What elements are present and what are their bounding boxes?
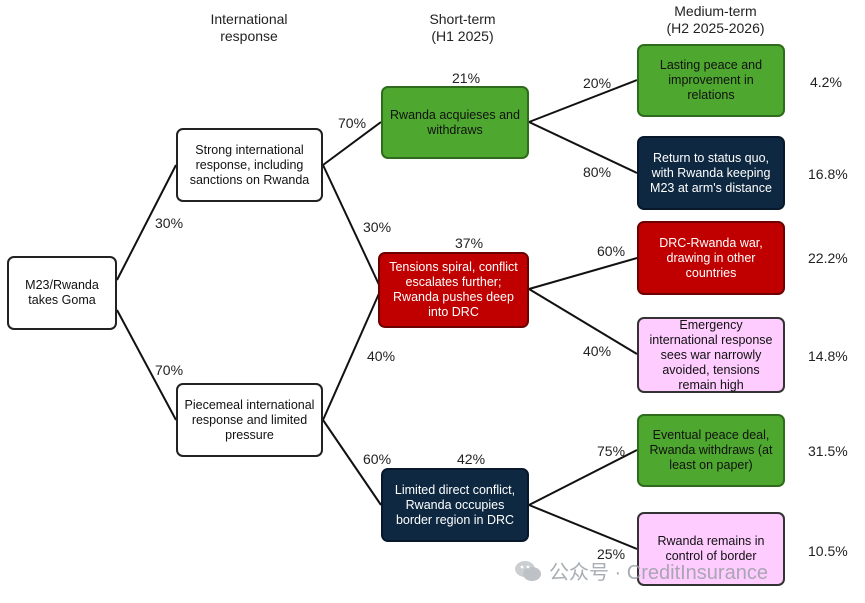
edge-root-strong <box>116 164 177 281</box>
edge-piecemeal-spiral <box>322 288 382 421</box>
prob-root-strong: 30% <box>155 215 184 231</box>
prob-spiral-emergency: 40% <box>583 343 612 359</box>
prob-limited-peacedeal: 75% <box>597 443 626 459</box>
edge-root-piecemeal <box>116 309 177 421</box>
edge-spiral-war <box>528 257 638 290</box>
edge-acquiesce-statusquo <box>528 121 638 174</box>
header-medium-term: Medium-term (H2 2025-2026) <box>666 3 765 36</box>
outcome-peace-deal: 31.5% <box>808 443 848 459</box>
edge-strong-spiral <box>322 164 382 290</box>
header-international: International response <box>210 11 288 44</box>
node-eventual-peace-deal: Eventual peace deal, Rwanda withdraws (a… <box>637 414 785 487</box>
total-limited: 42% <box>457 451 486 467</box>
node-limited-conflict: Limited direct conflict, Rwanda occupies… <box>381 468 529 542</box>
prob-strong-acquiesce: 70% <box>338 115 367 131</box>
node-piecemeal-response: Piecemeal international response and lim… <box>176 383 323 457</box>
node-rwanda-control: Rwanda remains in control of border <box>637 512 785 586</box>
node-root: M23/Rwanda takes Goma <box>7 256 117 330</box>
edge-acquiesce-peace <box>528 79 638 123</box>
node-strong-response: Strong international response, including… <box>176 128 323 202</box>
outcome-emergency: 14.8% <box>808 348 848 364</box>
edge-strong-acquiesce <box>322 121 382 166</box>
prob-root-piecemeal: 70% <box>155 362 184 378</box>
edge-piecemeal-limited <box>322 419 382 506</box>
header-short-term: Short-term (H1 2025) <box>429 11 496 44</box>
outcome-control: 10.5% <box>808 543 848 559</box>
node-rwanda-acquiesces: Rwanda acquieses and withdraws <box>381 86 529 159</box>
outcome-lasting-peace: 4.2% <box>810 74 842 90</box>
node-tensions-spiral: Tensions spiral, conflict escalates furt… <box>378 252 529 328</box>
watermark: 公众号 · CreditInsurance <box>513 556 768 585</box>
node-drc-rwanda-war: DRC-Rwanda war, drawing in other countri… <box>637 221 785 295</box>
node-status-quo: Return to status quo, with Rwanda keepin… <box>637 136 785 210</box>
node-emergency-response: Emergency international response sees wa… <box>637 317 785 393</box>
node-lasting-peace: Lasting peace and improvement in relatio… <box>637 44 785 117</box>
prob-piecemeal-limited: 60% <box>363 451 392 467</box>
prob-spiral-war: 60% <box>597 243 626 259</box>
outcome-status-quo: 16.8% <box>808 166 848 182</box>
edge-limited-control <box>528 504 638 550</box>
total-acquiesce: 21% <box>452 70 481 86</box>
prob-strong-spiral: 30% <box>363 219 392 235</box>
total-spiral: 37% <box>455 235 484 251</box>
prob-limited-control: 25% <box>597 546 626 562</box>
edge-limited-peacedeal <box>528 449 638 506</box>
prob-acquiesce-statusquo: 80% <box>583 164 612 180</box>
watermark-text: 公众号 · CreditInsurance <box>549 562 768 584</box>
outcome-war: 22.2% <box>808 250 848 266</box>
edge-spiral-emergency <box>528 288 638 355</box>
wechat-icon <box>515 560 541 581</box>
prob-piecemeal-spiral: 40% <box>367 348 396 364</box>
prob-acquiesce-peace: 20% <box>583 75 612 91</box>
